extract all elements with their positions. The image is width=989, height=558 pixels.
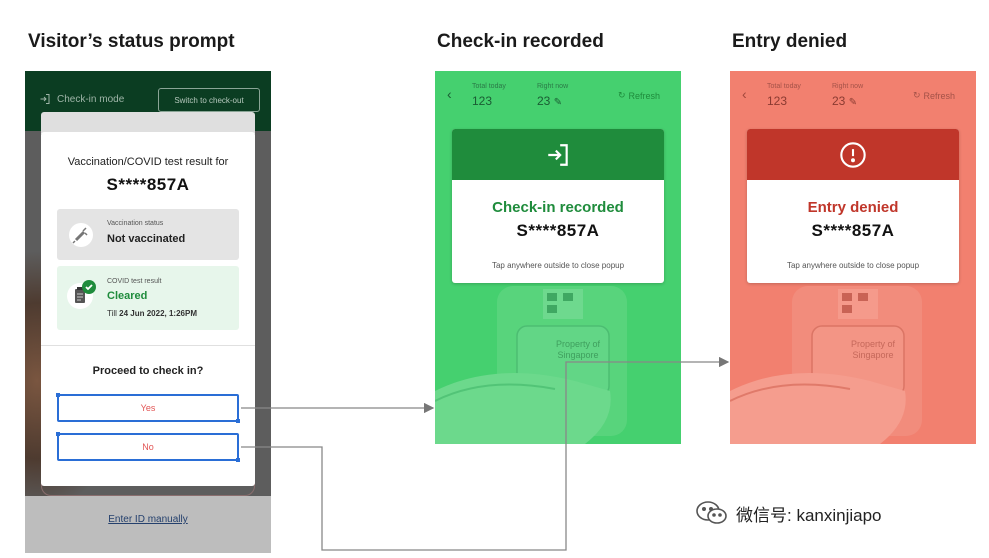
check-in-mode-label: Check-in mode: [57, 93, 125, 105]
alert-circle-icon: [840, 141, 866, 168]
check-in-mode: Check-in mode: [39, 93, 124, 105]
pencil-icon[interactable]: ✎: [553, 97, 563, 108]
check-in-icon: [40, 94, 50, 104]
device-label: Property of Singapore: [555, 339, 601, 360]
refresh-button[interactable]: ↻Refresh: [913, 90, 955, 101]
entry-denied-popup: Entry denied S****857A Tap anywhere outs…: [747, 129, 959, 283]
total-today-label: Total today: [472, 83, 506, 90]
title-entry-denied: Entry denied: [732, 31, 848, 52]
highlight-corner: [56, 432, 60, 436]
popup-close-hint: Tap anywhere outside to close popup: [786, 261, 920, 270]
title-visitor-status-prompt: Visitor’s status prompt: [28, 31, 235, 52]
back-chevron-icon[interactable]: ‹: [742, 86, 747, 102]
refresh-icon: ↻: [913, 90, 921, 100]
covid-test-value: Cleared: [107, 290, 148, 302]
right-now-value: 23 ✎: [537, 94, 562, 108]
no-button[interactable]: No: [56, 432, 240, 462]
covid-test-result-card: COVID test result Cleared Till 24 Jun 20…: [57, 266, 239, 330]
popup-masked-id: S****857A: [516, 221, 600, 240]
yes-button-label: Yes: [140, 403, 156, 413]
syringe-icon: [69, 223, 93, 247]
hand-holding-token-photo: [730, 286, 922, 444]
popup-status: Check-in recorded: [492, 199, 624, 216]
enter-id-manually-link[interactable]: Enter ID manually: [108, 514, 188, 525]
vaccination-status-value: Not vaccinated: [107, 233, 186, 245]
watermark-text: 微信号: kanxinjiapo: [736, 505, 882, 525]
clipboard-check-icon: [67, 280, 96, 309]
right-now-label: Right now: [832, 83, 864, 90]
phone-entry-denied: ‹ Total today 123 Right now 23 ✎ ↻Refres…: [730, 71, 976, 444]
refresh-label: Refresh: [923, 90, 956, 101]
popup-masked-id: S****857A: [811, 221, 895, 240]
no-to-denied-arrow: [241, 356, 730, 551]
bottom-panel: [25, 496, 271, 553]
title-check-in-recorded: Check-in recorded: [437, 31, 604, 52]
status-dialog: Vaccination/COVID test result for S****8…: [41, 132, 255, 486]
back-chevron-icon[interactable]: ‹: [447, 86, 452, 102]
popup-status: Entry denied: [807, 199, 899, 216]
right-now-number: 23: [537, 94, 551, 108]
highlight-corner: [56, 393, 60, 397]
top-bar: ‹ Total today 123 Right now 23 ✎ ↻Refres…: [730, 71, 976, 119]
check-in-recorded-popup: Check-in recorded S****857A Tap anywhere…: [452, 129, 664, 283]
no-button-label: No: [142, 442, 154, 452]
total-today-label: Total today: [767, 83, 801, 90]
right-now-number: 23: [832, 94, 846, 108]
refresh-button[interactable]: ↻Refresh: [618, 90, 660, 101]
validity-prefix: Till: [107, 309, 120, 318]
validity-date: 24 Jun 2022, 1:26PM: [119, 309, 197, 318]
masked-id: S****857A: [106, 175, 190, 194]
highlight-corner: [236, 419, 240, 423]
phone-visitor-status-prompt: Check-in mode Switch to check-out Enter …: [25, 71, 271, 553]
popup-header: [452, 129, 664, 180]
wechat-watermark: 微信号: kanxinjiapo: [695, 500, 882, 526]
switch-to-check-out-button[interactable]: Switch to check-out: [158, 88, 260, 112]
check-in-icon: [548, 143, 568, 166]
proceed-question: Proceed to check in?: [92, 365, 204, 377]
refresh-label: Refresh: [628, 90, 661, 101]
phone-check-in-recorded: ‹ Total today 123 Right now 23 ✎ ↻Refres…: [435, 71, 681, 444]
yes-button[interactable]: Yes: [56, 393, 240, 423]
vaccination-status-card: Vaccination status Not vaccinated: [57, 209, 239, 260]
covid-test-validity: Till 24 Jun 2022, 1:26PM: [107, 309, 197, 318]
highlight-corner: [236, 458, 240, 462]
device-label: Property of Singapore: [850, 339, 896, 360]
dialog-divider: [41, 345, 255, 346]
total-today-value: 123: [472, 94, 493, 108]
covid-test-caption: COVID test result: [107, 278, 162, 285]
vaccination-status-caption: Vaccination status: [107, 220, 164, 227]
wechat-icon: [696, 501, 727, 524]
popup-close-hint: Tap anywhere outside to close popup: [491, 261, 625, 270]
pencil-icon[interactable]: ✎: [848, 97, 858, 108]
refresh-icon: ↻: [618, 90, 626, 100]
right-now-value: 23 ✎: [832, 94, 857, 108]
vaccination-result-label: Vaccination/COVID test result for: [67, 156, 229, 168]
total-today-value: 123: [767, 94, 788, 108]
hand-holding-token-photo: [435, 286, 627, 444]
popup-header: [747, 129, 959, 180]
right-now-label: Right now: [537, 83, 569, 90]
top-bar: ‹ Total today 123 Right now 23 ✎ ↻Refres…: [435, 71, 681, 119]
dialog-header-bar: [41, 112, 255, 134]
